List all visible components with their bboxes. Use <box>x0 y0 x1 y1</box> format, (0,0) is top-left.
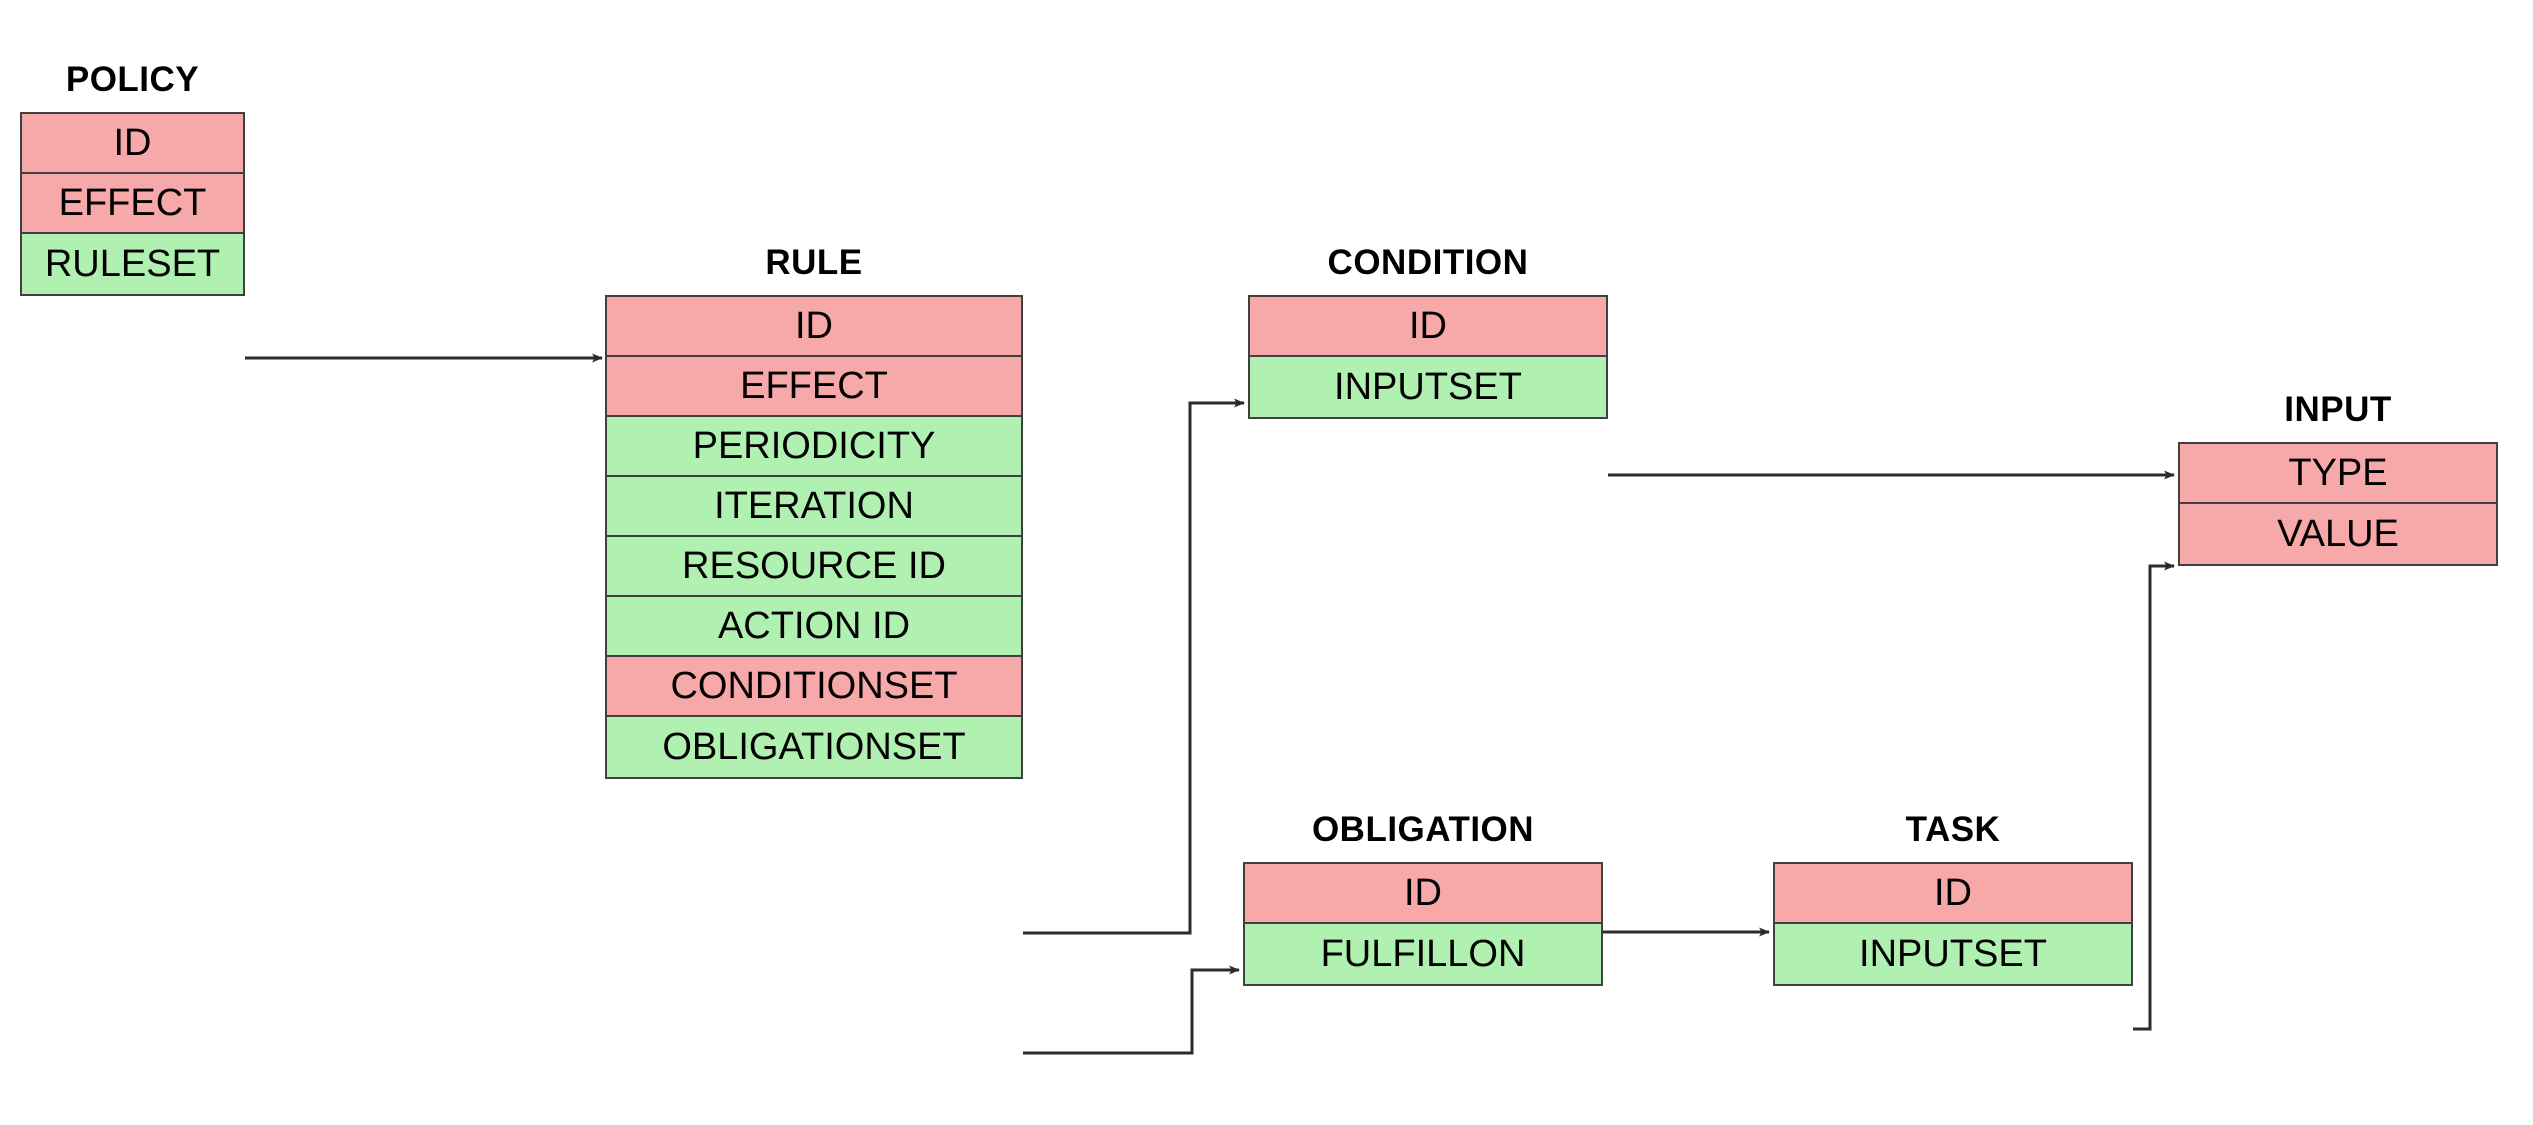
attribute-label: INPUTSET <box>1859 933 2047 975</box>
entity-rule: RULE ID EFFECT PERIODICITY ITERATION RESOURCE… <box>605 243 1023 779</box>
attribute-row-condition-id[interactable]: ID <box>1250 297 1606 357</box>
attribute-label: RESOURCE ID <box>682 545 946 587</box>
entity-table-condition: ID INPUTSET <box>1248 295 1608 419</box>
attribute-label: ID <box>795 305 833 347</box>
attribute-label: CONDITIONSET <box>670 665 958 707</box>
entity-table-policy: ID EFFECT RULESET <box>20 112 245 296</box>
attribute-row-obligation-id[interactable]: ID <box>1245 864 1601 924</box>
entity-obligation: OBLIGATION ID FULFILLON <box>1243 810 1603 986</box>
entity-title-policy: POLICY <box>65 60 200 99</box>
attribute-label: ID <box>1404 872 1442 914</box>
attribute-label: INPUTSET <box>1334 366 1522 408</box>
entity-title-rule: RULE <box>765 243 863 282</box>
attribute-row-obligation-fulfillon[interactable]: FULFILLON <box>1245 924 1601 984</box>
entity-title-condition: CONDITION <box>1327 243 1529 282</box>
attribute-row-rule-conditionset[interactable]: CONDITIONSET <box>607 657 1021 717</box>
entity-task: TASK ID INPUTSET <box>1773 810 2133 986</box>
entity-policy: POLICY ID EFFECT RULESET <box>20 60 245 296</box>
attribute-row-input-type[interactable]: TYPE <box>2180 444 2496 504</box>
attribute-label: ID <box>113 122 152 164</box>
entity-table-input: TYPE VALUE <box>2178 442 2498 566</box>
attribute-row-rule-action-id[interactable]: ACTION ID <box>607 597 1021 657</box>
attribute-row-rule-id[interactable]: ID <box>607 297 1021 357</box>
attribute-row-input-value[interactable]: VALUE <box>2180 504 2496 564</box>
attribute-label: ITERATION <box>714 485 914 527</box>
attribute-row-rule-periodicity[interactable]: PERIODICITY <box>607 417 1021 477</box>
attribute-label: EFFECT <box>58 182 207 224</box>
entity-title-task: TASK <box>1905 810 2001 849</box>
attribute-row-task-inputset[interactable]: INPUTSET <box>1775 924 2131 984</box>
attribute-row-rule-obligationset[interactable]: OBLIGATIONSET <box>607 717 1021 777</box>
attribute-row-task-id[interactable]: ID <box>1775 864 2131 924</box>
attribute-label: RULESET <box>44 243 221 285</box>
connector-rule-conditionset-to-condition <box>1023 398 1245 935</box>
entity-table-rule: ID EFFECT PERIODICITY ITERATION RESOURCE ID A… <box>605 295 1023 779</box>
entity-condition: CONDITION ID INPUTSET <box>1248 243 1608 419</box>
connector-task-inputset-to-input-value <box>2133 561 2175 1031</box>
entity-input: INPUT TYPE VALUE <box>2178 390 2498 566</box>
attribute-row-rule-effect[interactable]: EFFECT <box>607 357 1021 417</box>
attribute-row-policy-id[interactable]: ID <box>22 114 243 174</box>
attribute-row-policy-effect[interactable]: EFFECT <box>22 174 243 234</box>
entity-title-input: INPUT <box>2284 390 2392 429</box>
connector-rule-obligationset-to-obligation <box>1023 965 1240 1055</box>
attribute-label: EFFECT <box>740 365 888 407</box>
entity-table-obligation: ID FULFILLON <box>1243 862 1603 986</box>
attribute-label: VALUE <box>2277 513 2399 555</box>
entity-title-obligation: OBLIGATION <box>1311 810 1535 849</box>
attribute-label: PERIODICITY <box>692 425 936 467</box>
attribute-label: ID <box>1409 305 1447 347</box>
attribute-label: TYPE <box>2288 452 2388 494</box>
attribute-row-condition-inputset[interactable]: INPUTSET <box>1250 357 1606 417</box>
attribute-label: ACTION ID <box>717 605 911 647</box>
attribute-row-policy-ruleset[interactable]: RULESET <box>22 234 243 294</box>
attribute-label: OBLIGATIONSET <box>662 726 966 768</box>
entity-table-task: ID INPUTSET <box>1773 862 2133 986</box>
attribute-label: ID <box>1934 872 1972 914</box>
attribute-row-rule-resource-id[interactable]: RESOURCE ID <box>607 537 1021 597</box>
attribute-label: FULFILLON <box>1320 933 1526 975</box>
attribute-row-rule-iteration[interactable]: ITERATION <box>607 477 1021 537</box>
